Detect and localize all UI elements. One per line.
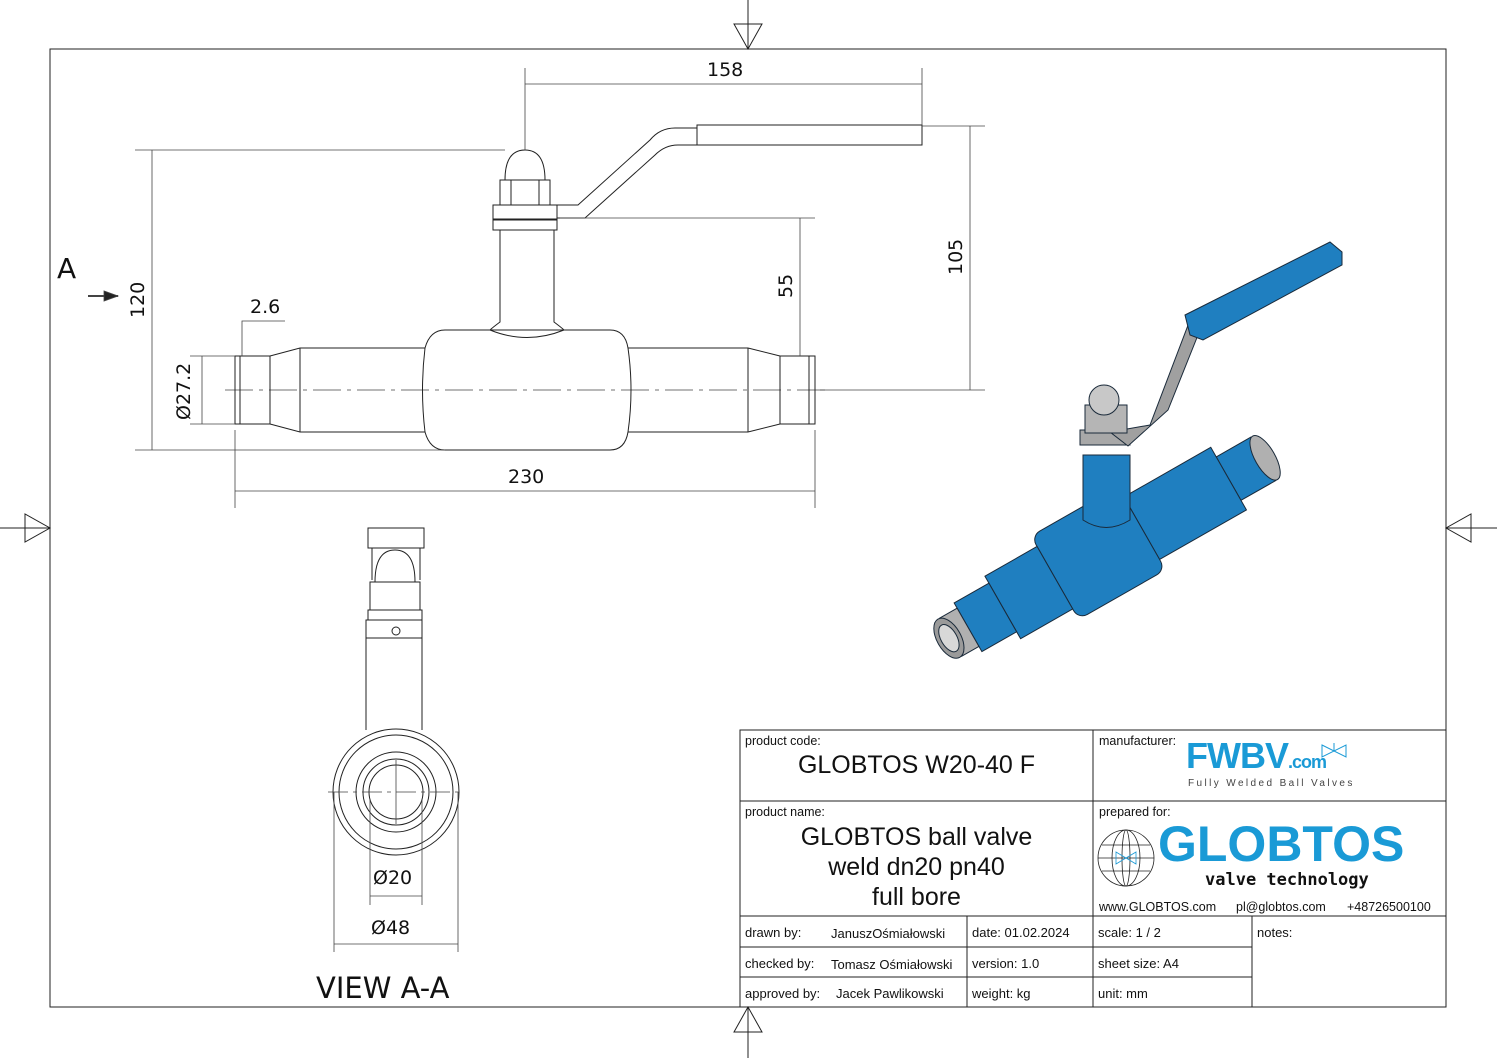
dimension-diameter-48: Ø48	[371, 917, 410, 939]
manufacturer-logo: FWBV.com	[1186, 735, 1327, 776]
scale: scale: 1 / 2	[1098, 925, 1161, 940]
approved-by-label: approved by:	[745, 986, 821, 1001]
product-name-label: product name:	[745, 805, 825, 819]
website-link[interactable]: www.GLOBTOS.com	[1099, 900, 1217, 914]
product-name-line: weld dn20 pn40	[828, 853, 1005, 881]
version: version: 1.0	[972, 956, 1040, 971]
checked-by: Tomasz Ośmiałowski	[831, 957, 953, 972]
client-tagline: valve technology	[1205, 870, 1369, 890]
dimension-diameter-20: Ø20	[373, 867, 412, 889]
section-marker-a: A	[57, 252, 76, 285]
dimension-55: 55	[775, 274, 797, 298]
approved-by: Jacek Pawlikowski	[836, 986, 944, 1001]
product-code: GLOBTOS W20-40 F	[797, 751, 1036, 779]
notes-label: notes:	[1257, 925, 1293, 940]
date: date: 01.02.2024	[972, 925, 1070, 940]
dimension-105: 105	[945, 239, 967, 275]
dimension-158: 158	[707, 59, 743, 81]
dimension-diameter-27-2: Ø27.2	[173, 363, 195, 420]
side-view-dimensions	[333, 792, 459, 952]
dimension-230: 230	[508, 466, 544, 488]
product-name-line: GLOBTOS ball valve	[800, 823, 1033, 851]
product-code-label: product code:	[745, 734, 821, 748]
front-view-dimensions	[88, 68, 985, 508]
unit: unit: mm	[1098, 986, 1148, 1001]
drawn-by-label: drawn by:	[745, 925, 802, 940]
client-logo: GLOBTOS	[1158, 816, 1405, 872]
dimension-120: 120	[127, 282, 149, 318]
product-name-line: full bore	[872, 883, 961, 911]
manufacturer-tagline: Fully Welded Ball Valves	[1188, 778, 1355, 789]
drawn-by: JanuszOśmiałowski	[831, 926, 946, 941]
checked-by-label: checked by:	[745, 956, 815, 971]
manufacturer-label: manufacturer:	[1099, 734, 1177, 748]
side-view	[328, 527, 464, 856]
isometric-view	[933, 241, 1343, 659]
email-link[interactable]: pl@globtos.com	[1236, 900, 1326, 914]
weight: weight: kg	[972, 986, 1031, 1001]
phone-number: +48726500100	[1347, 900, 1431, 914]
prepared-for-label: prepared for:	[1099, 805, 1171, 819]
view-label: VIEW A-A	[316, 971, 450, 1005]
product-name: GLOBTOS ball valve weld dn20 pn40 full b…	[740, 822, 1093, 912]
dimension-2-6: 2.6	[250, 296, 280, 318]
sheet-size: sheet size: A4	[1098, 956, 1179, 971]
front-view	[225, 124, 923, 451]
